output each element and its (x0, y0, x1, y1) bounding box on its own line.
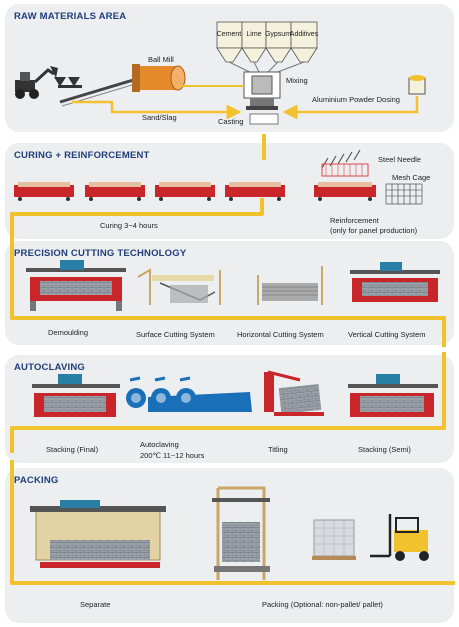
curing-cart-icon (314, 182, 376, 201)
wheel-loader-icon (15, 66, 58, 99)
flow-cutting-to-autoclave (10, 352, 446, 453)
ball-mill-icon (132, 64, 186, 92)
casting-mould-icon (249, 113, 279, 125)
section-title-autoclaving: AUTOCLAVING (14, 362, 85, 373)
hopper-icon (54, 77, 82, 88)
autoclaving-params-label: 200℃ 11~12 hours (140, 451, 205, 460)
reinforcement-label: Reinforcement (330, 216, 379, 225)
autoclaving-label: Autoclaving (140, 440, 179, 449)
horizontal-cutting-label: Horizontal Cutting System (237, 330, 324, 339)
surface-cutting-label: Surface Cutting System (136, 330, 215, 339)
silo-label-additives: Additives (289, 31, 319, 38)
silo-label-cement: Cement (216, 31, 242, 38)
stacking-final-label: Stacking (Final) (46, 445, 99, 454)
curing-cart-icon (155, 182, 215, 201)
packing-line-icon (212, 486, 270, 580)
vertical-cutting-label: Vertical Cutting System (348, 330, 426, 339)
autoclave-icon (126, 376, 252, 412)
steel-needle-icon (321, 149, 361, 169)
pallet-stack-icon (312, 519, 356, 560)
sand-slag-label: Sand/Slag (142, 113, 177, 122)
vertical-cutting-machine-icon (350, 262, 440, 302)
curing-carts (14, 182, 376, 201)
section-title-raw-materials: RAW MATERIALS AREA (14, 11, 127, 22)
titling-label: Titling (268, 445, 288, 454)
demoulding-label: Demoulding (48, 328, 89, 337)
aluminium-dosing-label: Aluminium Powder Dosing (312, 95, 400, 104)
flow-aluminium-to-mixer (282, 96, 419, 120)
steel-needle-label: Steel Needle (378, 155, 421, 164)
separate-machine-icon (30, 500, 166, 568)
flow-autoclave-to-packing (10, 460, 455, 585)
curing-cart-icon (14, 182, 74, 201)
flow-curing-to-cutting (10, 198, 446, 347)
titling-crane-icon (264, 370, 324, 416)
mixing-label: Mixing (286, 76, 308, 85)
section-title-curing: CURING + REINFORCEMENT (14, 150, 150, 161)
silo-label-lime: Lime (246, 31, 262, 38)
mesh-cage-icon (385, 183, 423, 205)
section-title-cutting: PRECISION CUTTING TECHNOLOGY (14, 248, 187, 259)
curing-cart-icon (225, 182, 285, 201)
silo-group-icon (216, 21, 318, 79)
aluminium-dosing-icon (408, 75, 426, 95)
horizontal-cutting-machine-icon (257, 266, 323, 305)
packing-label: Packing (Optional: non-pallet/ pallet) (262, 600, 383, 609)
mesh-cage-label: Mesh Cage (392, 173, 431, 182)
mixer-icon (243, 71, 281, 110)
forklift-icon (370, 514, 429, 561)
demoulding-machine-icon (26, 260, 126, 311)
curing-hours-label: Curing 3~4 hours (100, 221, 158, 230)
flow-sand-to-mixer (72, 100, 242, 120)
stacking-final-machine-icon (32, 374, 120, 417)
surface-cutting-machine-icon (137, 268, 221, 305)
stacking-semi-machine-icon (348, 374, 438, 417)
section-title-packing: PACKING (14, 475, 59, 486)
ball-mill-label: Ball Mill (148, 55, 174, 64)
stacking-semi-label: Stacking (Semi) (358, 445, 411, 454)
flow-line (10, 134, 455, 585)
silo-label-gypsum: Gypsum (264, 31, 292, 38)
reinforcement-note: (only for panel production) (330, 226, 418, 235)
steel-needle-rack-icon (321, 163, 369, 177)
casting-label: Casting (218, 117, 244, 126)
curing-cart-icon (85, 182, 145, 201)
separate-label: Separate (80, 600, 111, 609)
